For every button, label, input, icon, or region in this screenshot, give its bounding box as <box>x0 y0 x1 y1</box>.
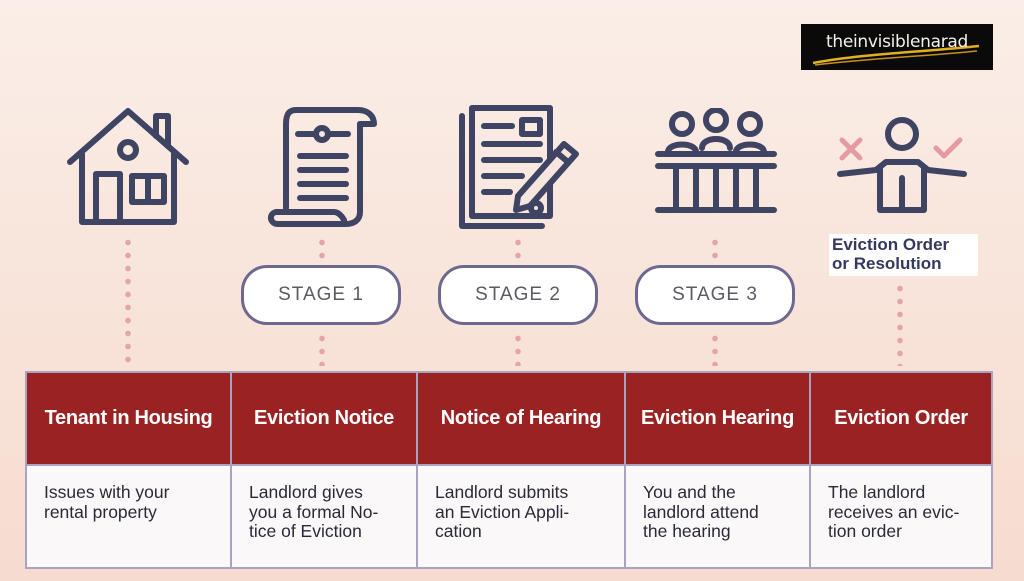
description-line: You and the <box>643 482 736 502</box>
connector-dots-4-bottom <box>712 332 718 366</box>
description-line: receives an evic- <box>828 501 960 522</box>
house-icon <box>66 106 190 228</box>
column-header: Notice of Hearing <box>418 373 624 466</box>
description-line: Issues with your <box>44 482 170 502</box>
description-line: The landlord <box>828 482 926 502</box>
document-pen-icon <box>458 104 582 230</box>
description-line: the hearing <box>643 521 731 541</box>
connector-dots-3-bottom <box>515 332 521 366</box>
description-line: cation <box>435 521 482 541</box>
brand-logo: theinvisiblenarad <box>801 24 993 70</box>
logo-text: theinvisiblenarad <box>825 32 969 52</box>
description-line: tion order <box>828 521 902 541</box>
column-description: Landlord gives you a formal No- tice of … <box>232 466 416 567</box>
eviction-process-table: Tenant in Housing Issues with your renta… <box>25 371 993 569</box>
column-description: Landlord submits an Eviction Appli- cati… <box>418 466 624 567</box>
description-line: Landlord gives <box>249 482 363 502</box>
scroll-notice-icon <box>264 104 380 230</box>
outcome-label: Eviction Order or Resolution <box>829 234 978 276</box>
stage-2-pill: STAGE 2 <box>438 265 598 325</box>
connector-dots-5 <box>897 282 903 366</box>
column-description: Issues with your rental property <box>27 466 230 567</box>
connector-dots-2-bottom <box>319 332 325 366</box>
description-line: landlord attend <box>643 501 759 522</box>
column-description: The landlord receives an evic- tion orde… <box>811 466 991 567</box>
x-mark-icon <box>839 137 863 161</box>
column-description: You and the landlord attend the hearing <box>626 466 809 567</box>
table-column: Tenant in Housing Issues with your renta… <box>27 373 232 567</box>
connector-dots-1 <box>125 236 131 366</box>
outcome-line-1: Eviction Order <box>832 235 950 254</box>
decision-person-icon <box>836 116 968 216</box>
description-line: you a formal No- <box>249 501 379 522</box>
column-header: Eviction Notice <box>232 373 416 466</box>
outcome-line-2: or Resolution <box>832 254 942 273</box>
connector-dots-4-top <box>712 236 718 262</box>
table-column: Notice of Hearing Landlord submits an Ev… <box>418 373 626 567</box>
description-line: rental property <box>44 501 157 522</box>
logo-swoosh-icon <box>812 44 980 66</box>
column-header: Tenant in Housing <box>27 373 230 466</box>
connector-dots-3-top <box>515 236 521 262</box>
description-line: an Eviction Appli- <box>435 501 570 522</box>
table-column: Eviction Notice Landlord gives you a for… <box>232 373 418 567</box>
description-line: tice of Eviction <box>249 521 362 541</box>
connector-dots-2-top <box>319 236 325 262</box>
table-column: Eviction Order The landlord receives an … <box>811 373 991 567</box>
column-header: Eviction Hearing <box>626 373 809 466</box>
check-mark-icon <box>933 137 963 159</box>
description-line: Landlord submits <box>435 482 569 502</box>
column-header: Eviction Order <box>811 373 991 466</box>
hearing-panel-icon <box>654 108 778 216</box>
stage-1-pill: STAGE 1 <box>241 265 401 325</box>
stage-3-pill: STAGE 3 <box>635 265 795 325</box>
table-column: Eviction Hearing You and the landlord at… <box>626 373 811 567</box>
